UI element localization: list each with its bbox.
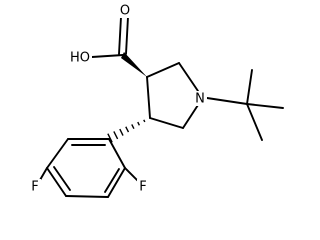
bond-aryl-c2-c3 — [107, 167, 126, 198]
bond-c2-n1 — [178, 62, 199, 92]
bond-tbutyl-methyl-right — [246, 103, 284, 109]
bond-aryl-c4-c5 — [46, 167, 67, 197]
bond-aryl-c5-c6 — [46, 138, 69, 169]
chemical-structure: O HO N F F — [29, 3, 284, 198]
bond-carbonyl-double-b — [125, 16, 129, 55]
bond-n1-quaternary-carbon — [206, 97, 248, 105]
hash-segment — [113, 131, 119, 140]
pyrrolidine-ring — [146, 62, 199, 129]
atom-label-ring-nitrogen: N — [193, 91, 207, 107]
bond-carboxyl-c-to-oh — [91, 54, 124, 58]
bond-aryl-to-fluorine-ortho — [124, 167, 140, 183]
atom-label-fluorine-ortho: F — [137, 179, 149, 195]
hash-segment — [125, 126, 130, 133]
wedge-bond-c3-carboxyl — [121, 52, 147, 77]
bond-tbutyl-methyl-bottom — [246, 103, 263, 141]
hash-segment — [131, 124, 135, 130]
bond-tbutyl-methyl-top — [246, 69, 253, 105]
bond-aryl-c3-c4 — [65, 195, 109, 198]
bond-c3-c2 — [146, 62, 180, 78]
hash-segment — [137, 121, 141, 126]
hashed-wedge-bond-c4-aryl — [107, 119, 146, 143]
bond-carbonyl-double-a — [118, 16, 122, 55]
bond-aryl-to-fluorine-para — [39, 167, 48, 181]
aromatic-double-c4-c5 — [53, 166, 71, 191]
bond-c5-c4 — [149, 117, 184, 129]
hash-segment — [143, 119, 146, 123]
carboxylic-acid-group — [91, 16, 129, 58]
hydroxyl-text: HO — [70, 51, 90, 66]
aromatic-double-c2-c3 — [104, 168, 120, 193]
atom-label-carbonyl-oxygen: O — [117, 3, 133, 19]
carbonyl-oxygen-text: O — [120, 4, 130, 19]
bond-aryl-c1-c2 — [108, 138, 126, 169]
bond-n1-c5 — [182, 104, 199, 129]
atom-label-hydroxyl: HO — [64, 50, 92, 66]
difluorophenyl-ring — [46, 138, 126, 198]
bond-c4-c3 — [146, 76, 151, 119]
hash-segment — [119, 128, 124, 136]
fluorine-para-text: F — [31, 180, 38, 195]
atom-label-fluorine-para: F — [29, 179, 41, 195]
fluorine-ortho-text: F — [139, 180, 146, 195]
hash-segment — [107, 133, 113, 143]
tert-butyl-group — [206, 69, 284, 141]
ring-nitrogen-text: N — [195, 92, 205, 107]
